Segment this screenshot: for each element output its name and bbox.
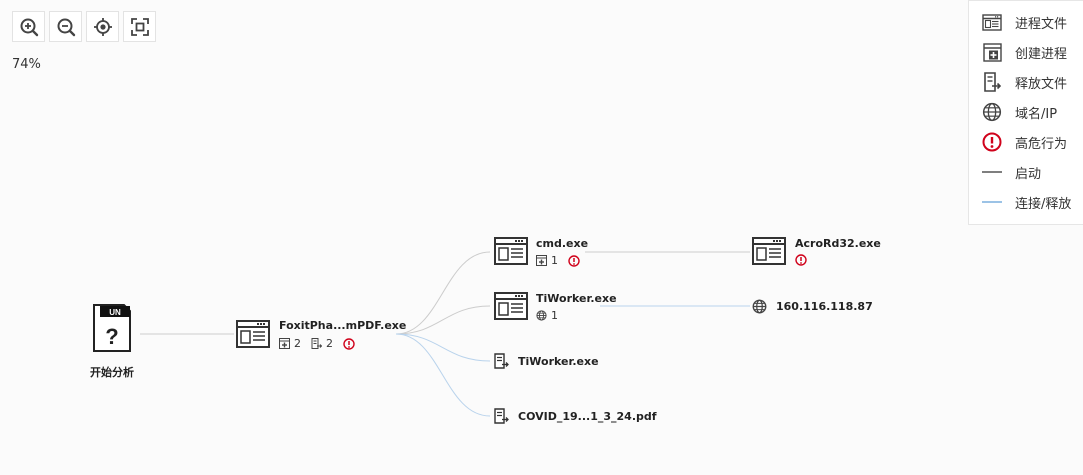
pdf-file-node[interactable] xyxy=(494,408,509,428)
fit-view-button[interactable] xyxy=(123,11,156,42)
edge-root-cmd xyxy=(395,251,491,335)
high-risk-icon xyxy=(568,254,580,267)
legend-item-connect-release-line: 连接/释放 xyxy=(969,187,1083,217)
crosshair-icon xyxy=(93,17,112,36)
legend-item-high-risk: 高危行为 xyxy=(969,127,1083,157)
cmd-process-meta: 1 xyxy=(536,254,580,267)
high-risk-icon xyxy=(981,131,1003,153)
process-window-icon xyxy=(752,237,786,265)
create-process-icon xyxy=(279,338,290,349)
zoom-out-button[interactable] xyxy=(49,11,82,42)
create-process-icon xyxy=(981,41,1003,63)
svg-text:?: ? xyxy=(105,324,118,349)
start-node-label: 开始分析 xyxy=(90,366,134,379)
process-window-icon xyxy=(494,292,528,320)
acrord-process-name: AcroRd32.exe xyxy=(795,237,881,250)
graph-toolbar xyxy=(12,11,156,42)
tiworker-process-name: TiWorker.exe xyxy=(536,292,617,305)
globe-icon xyxy=(536,310,547,321)
release-file-icon xyxy=(981,71,1003,93)
tiworker-process-node[interactable] xyxy=(494,292,528,324)
edge-root-tiworker-file xyxy=(395,333,491,362)
cmd-process-node[interactable] xyxy=(494,237,528,269)
high-risk-icon xyxy=(343,337,355,350)
process-window-icon xyxy=(236,320,270,348)
globe-icon xyxy=(981,101,1003,123)
tiworker-file-node[interactable] xyxy=(494,353,509,373)
tiworker-domain-count: 1 xyxy=(551,309,558,322)
svg-text:UN: UN xyxy=(109,308,121,317)
ip-node[interactable] xyxy=(752,299,767,318)
legend-item-domain-ip: 域名/IP xyxy=(969,97,1083,127)
zoom-level: 74% xyxy=(12,57,41,72)
tiworker-file-name: TiWorker.exe xyxy=(518,355,599,368)
acrord-process-node[interactable] xyxy=(752,237,786,269)
release-file-icon xyxy=(494,408,509,424)
locate-button[interactable] xyxy=(86,11,119,42)
legend-item-process-file: 进程文件 xyxy=(969,7,1083,37)
cmd-process-name: cmd.exe xyxy=(536,237,589,250)
zoom-out-icon xyxy=(57,18,75,36)
zoom-in-icon xyxy=(20,18,38,36)
high-risk-icon xyxy=(795,254,807,266)
root-process-meta: 2 2 xyxy=(279,337,355,350)
root-release-count: 2 xyxy=(326,337,333,350)
unknown-file-icon: UN ? xyxy=(93,304,131,352)
tiworker-process-meta: 1 xyxy=(536,309,564,322)
release-file-icon xyxy=(311,338,322,349)
fit-screen-icon xyxy=(130,17,149,36)
release-file-icon xyxy=(494,353,509,369)
legend-item-create-process: 创建进程 xyxy=(969,37,1083,67)
cmd-create-count: 1 xyxy=(551,254,558,267)
legend-item-start-line: 启动 xyxy=(969,157,1083,187)
legend-item-release-file: 释放文件 xyxy=(969,67,1083,97)
root-create-count: 2 xyxy=(294,337,301,350)
edge-root-pdf-file xyxy=(395,333,491,417)
create-process-icon xyxy=(536,255,547,266)
ip-node-name: 160.116.118.87 xyxy=(776,300,873,313)
start-line-icon xyxy=(981,161,1003,183)
legend-panel: 进程文件 创建进程 释放文件 xyxy=(968,0,1083,225)
globe-icon xyxy=(752,299,767,314)
edge-root-tiworker-proc xyxy=(395,305,491,335)
acrord-process-meta xyxy=(795,254,807,266)
root-process-node[interactable] xyxy=(236,320,270,352)
connect-release-line-icon xyxy=(981,191,1003,213)
process-window-icon xyxy=(494,237,528,265)
start-node[interactable]: UN ? xyxy=(92,303,132,357)
zoom-in-button[interactable] xyxy=(12,11,45,42)
process-file-icon xyxy=(981,11,1003,33)
root-process-name: FoxitPha...mPDF.exe xyxy=(279,319,407,332)
pdf-file-name: COVID_19...1_3_24.pdf xyxy=(518,410,657,423)
